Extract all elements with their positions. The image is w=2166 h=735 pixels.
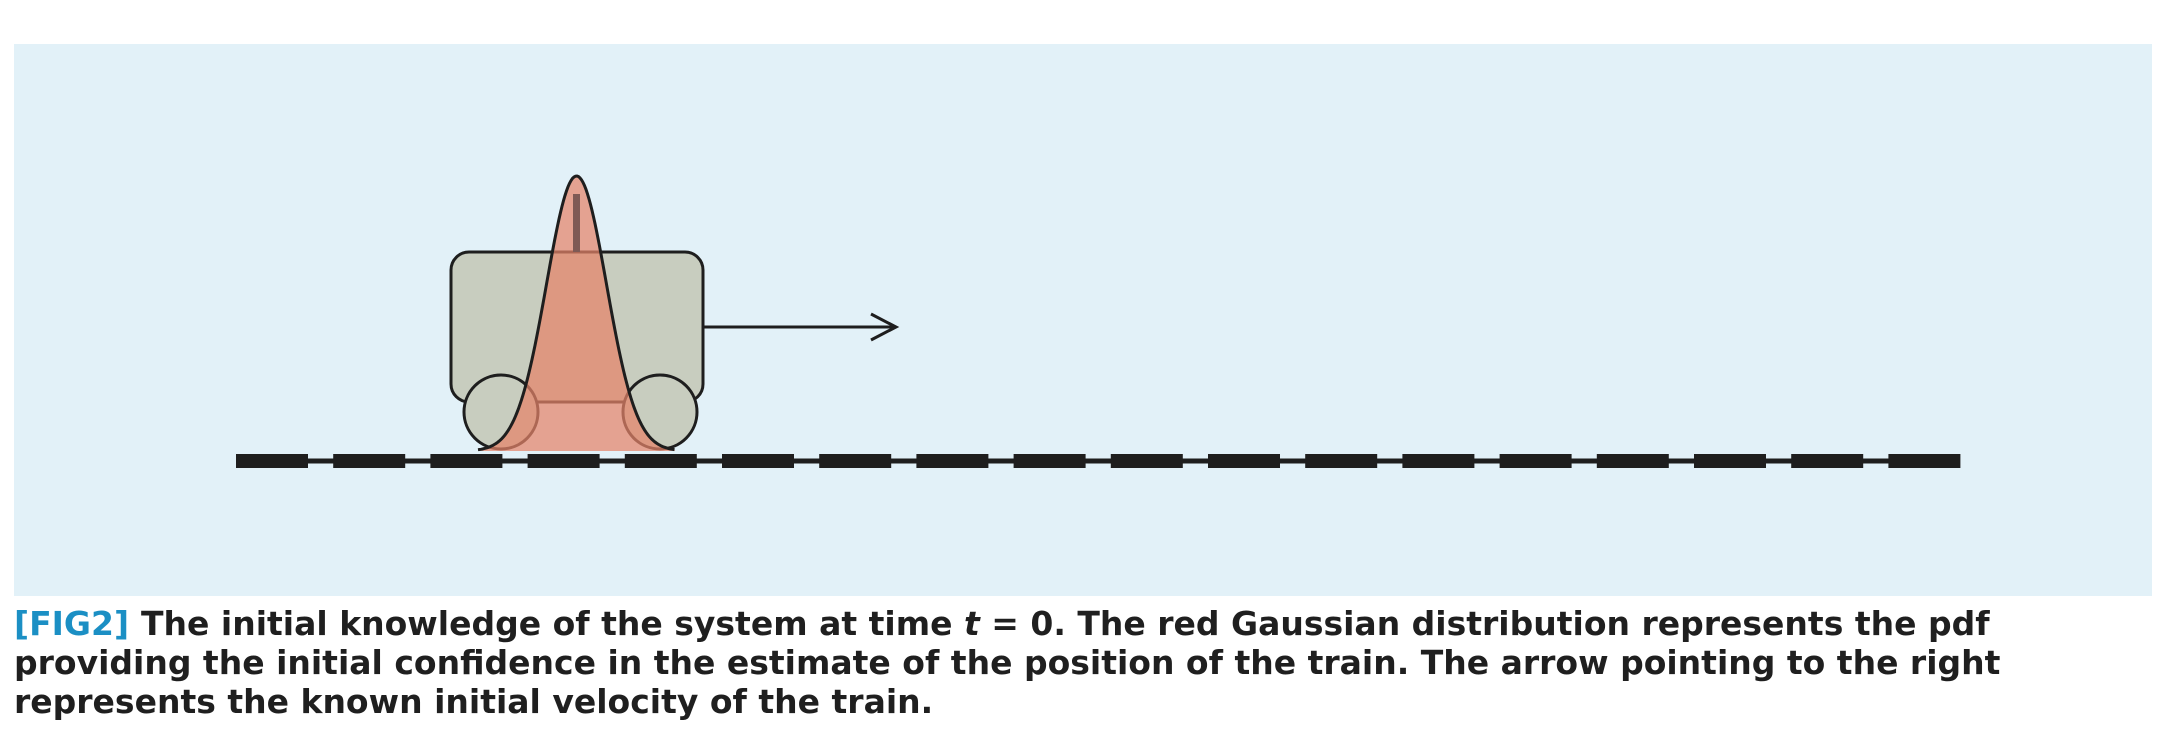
gaussian-pdf-curve xyxy=(477,174,675,452)
figure-label: [FIG2] xyxy=(14,604,130,643)
track-tie xyxy=(1013,454,1086,468)
train-diagram xyxy=(236,174,1961,468)
track-tie xyxy=(1402,454,1475,468)
track-tie xyxy=(430,454,503,468)
figure-caption: [FIG2] The initial knowledge of the syste… xyxy=(14,604,2150,721)
track-tie xyxy=(722,454,794,468)
track-tie xyxy=(1694,454,1766,468)
caption-time-variable: t xyxy=(963,604,980,643)
track-tie xyxy=(527,454,600,468)
track-tie xyxy=(1596,454,1669,468)
track-tie xyxy=(624,454,697,468)
caption-text-part1: The initial knowledge of the system at t… xyxy=(141,604,964,643)
track-tie xyxy=(819,454,892,468)
track-tie xyxy=(1305,454,1378,468)
railway-track xyxy=(236,454,1961,468)
track-tie xyxy=(916,454,989,468)
track-tie xyxy=(1888,454,1961,468)
track-ties xyxy=(236,454,1961,468)
track-tie xyxy=(236,454,308,468)
track-tie xyxy=(1110,454,1183,468)
velocity-arrow xyxy=(703,312,900,342)
track-tie xyxy=(1499,454,1572,468)
track-tie xyxy=(333,454,406,468)
track-tie xyxy=(1208,454,1280,468)
track-tie xyxy=(1791,454,1864,468)
caption-text-part2: = 0. The red Gaussian distribution repre… xyxy=(14,604,2001,721)
figure-panel xyxy=(14,44,2152,596)
position-marker xyxy=(573,194,580,252)
